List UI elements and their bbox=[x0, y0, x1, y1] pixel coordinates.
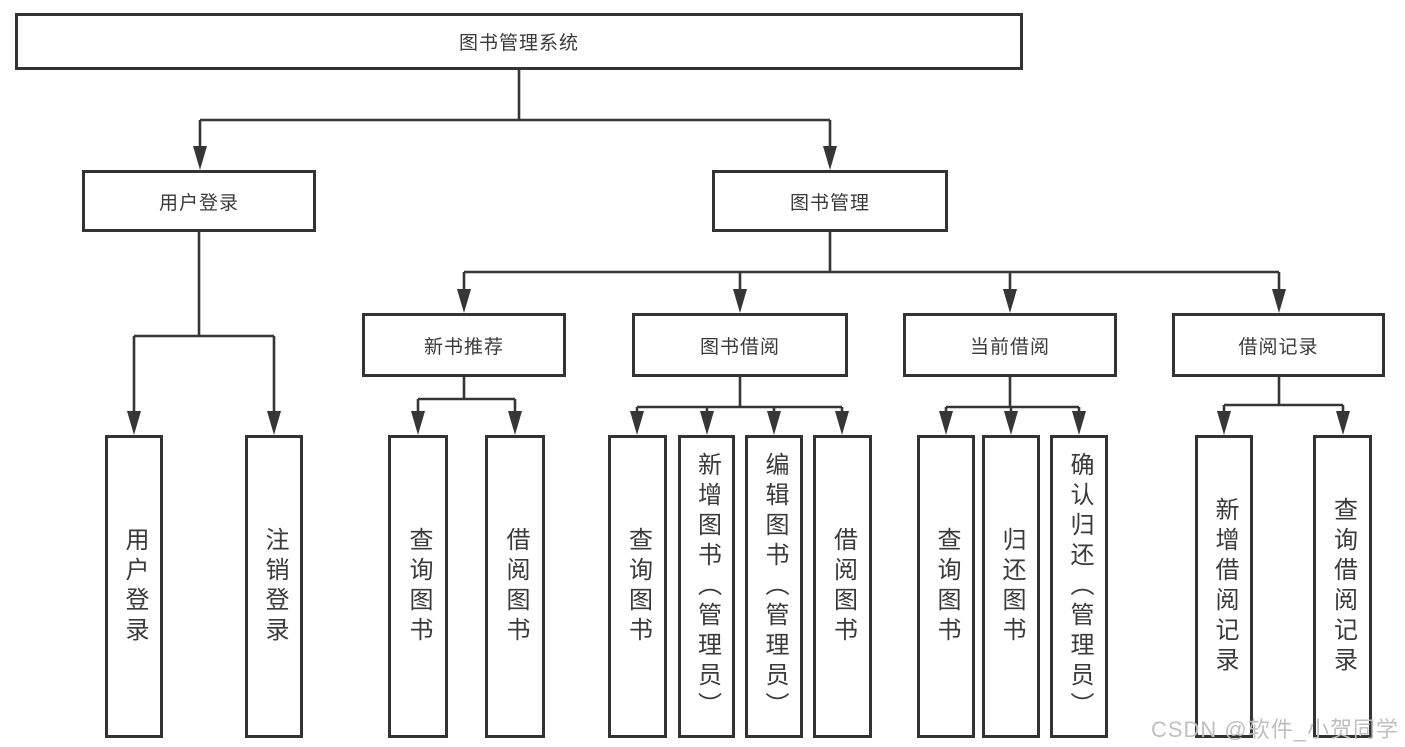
arrowhead bbox=[127, 411, 141, 435]
arrowhead bbox=[1336, 411, 1350, 435]
arrowhead bbox=[193, 146, 207, 170]
leaf-query-books-recommendation: 查询图书 bbox=[388, 435, 448, 738]
connector-newbookrec-to-leaves bbox=[416, 377, 517, 413]
leaf-query-borrow-record: 查询借阅记录 bbox=[1313, 435, 1372, 738]
csdn-watermark: CSDN @软件_小贺同学 bbox=[1150, 717, 1399, 742]
node-book-management: 图书管理 bbox=[712, 170, 948, 232]
node-label: 注销登录 bbox=[261, 526, 288, 647]
node-user-login: 用户登录 bbox=[82, 170, 316, 232]
leaf-confirm-return-admin: 确认归还（管理员） bbox=[1050, 435, 1108, 738]
node-label: 借阅图书 bbox=[829, 526, 857, 647]
arrowhead bbox=[767, 411, 781, 435]
arrowhead bbox=[267, 411, 281, 435]
node-label: 借阅图书 bbox=[502, 526, 529, 647]
arrowhead bbox=[939, 411, 953, 435]
arrowhead bbox=[835, 411, 849, 435]
arrowhead bbox=[630, 411, 644, 435]
arrowhead bbox=[411, 411, 425, 435]
node-label: 编辑图书（管理员） bbox=[761, 451, 788, 722]
leaf-edit-books-admin: 编辑图书（管理员） bbox=[745, 435, 803, 738]
connector-bookmgmt-to-level3 bbox=[462, 232, 1281, 291]
connector-bookborrow-to-leaves bbox=[635, 377, 844, 413]
node-label: 查询借阅记录 bbox=[1329, 496, 1357, 677]
node-label: 查询图书 bbox=[933, 526, 960, 647]
leaf-query-books-borrowing: 查询图书 bbox=[608, 435, 667, 738]
leaf-query-books-current: 查询图书 bbox=[917, 435, 975, 738]
leaf-return-books: 归还图书 bbox=[982, 435, 1040, 738]
node-root-system: 图书管理系统 bbox=[15, 13, 1023, 70]
leaf-logout: 注销登录 bbox=[245, 435, 303, 738]
node-label: 当前借阅 bbox=[969, 336, 1050, 358]
leaf-user-login: 用户登录 bbox=[105, 435, 163, 738]
arrowhead bbox=[700, 411, 714, 435]
arrowhead bbox=[1072, 411, 1086, 435]
node-current-borrowing: 当前借阅 bbox=[903, 313, 1117, 377]
arrowhead bbox=[1217, 411, 1231, 435]
node-label: 查询图书 bbox=[624, 526, 652, 647]
node-book-borrowing: 图书借阅 bbox=[632, 313, 848, 377]
node-label: 图书管理 bbox=[789, 192, 870, 214]
arrowhead bbox=[457, 289, 471, 313]
connector-currentborrow-to-leaves bbox=[944, 377, 1081, 413]
connector-userlogin-to-leaves bbox=[132, 232, 276, 413]
node-label: 查询图书 bbox=[405, 526, 432, 647]
node-borrowing-records: 借阅记录 bbox=[1172, 313, 1385, 377]
arrowhead bbox=[823, 146, 837, 170]
arrowhead bbox=[1003, 289, 1017, 313]
node-label: 借阅记录 bbox=[1238, 336, 1319, 358]
arrowhead bbox=[1272, 289, 1286, 313]
arrowhead bbox=[508, 411, 522, 435]
leaf-borrow-books-borrowing: 借阅图书 bbox=[813, 435, 872, 738]
node-label: 新书推荐 bbox=[423, 336, 504, 358]
node-label: 归还图书 bbox=[998, 526, 1025, 647]
node-label: 确认归还（管理员） bbox=[1066, 451, 1093, 722]
leaf-borrow-books-recommendation: 借阅图书 bbox=[485, 435, 545, 738]
leaf-add-books-admin: 新增图书（管理员） bbox=[678, 435, 735, 738]
arrowhead bbox=[1004, 411, 1018, 435]
node-new-book-recommendation: 新书推荐 bbox=[362, 313, 566, 377]
node-label: 用户登录 bbox=[121, 526, 148, 647]
node-label: 图书借阅 bbox=[699, 336, 780, 358]
node-label: 新增借阅记录 bbox=[1211, 496, 1238, 677]
connector-root-to-level2 bbox=[198, 70, 832, 148]
connector-borrowrecords-to-leaves bbox=[1222, 377, 1345, 413]
node-label: 新增图书（管理员） bbox=[693, 451, 721, 722]
node-label: 图书管理系统 bbox=[458, 33, 579, 54]
node-label: 用户登录 bbox=[158, 192, 239, 214]
arrowhead bbox=[733, 289, 747, 313]
leaf-add-borrow-record: 新增借阅记录 bbox=[1195, 435, 1253, 738]
